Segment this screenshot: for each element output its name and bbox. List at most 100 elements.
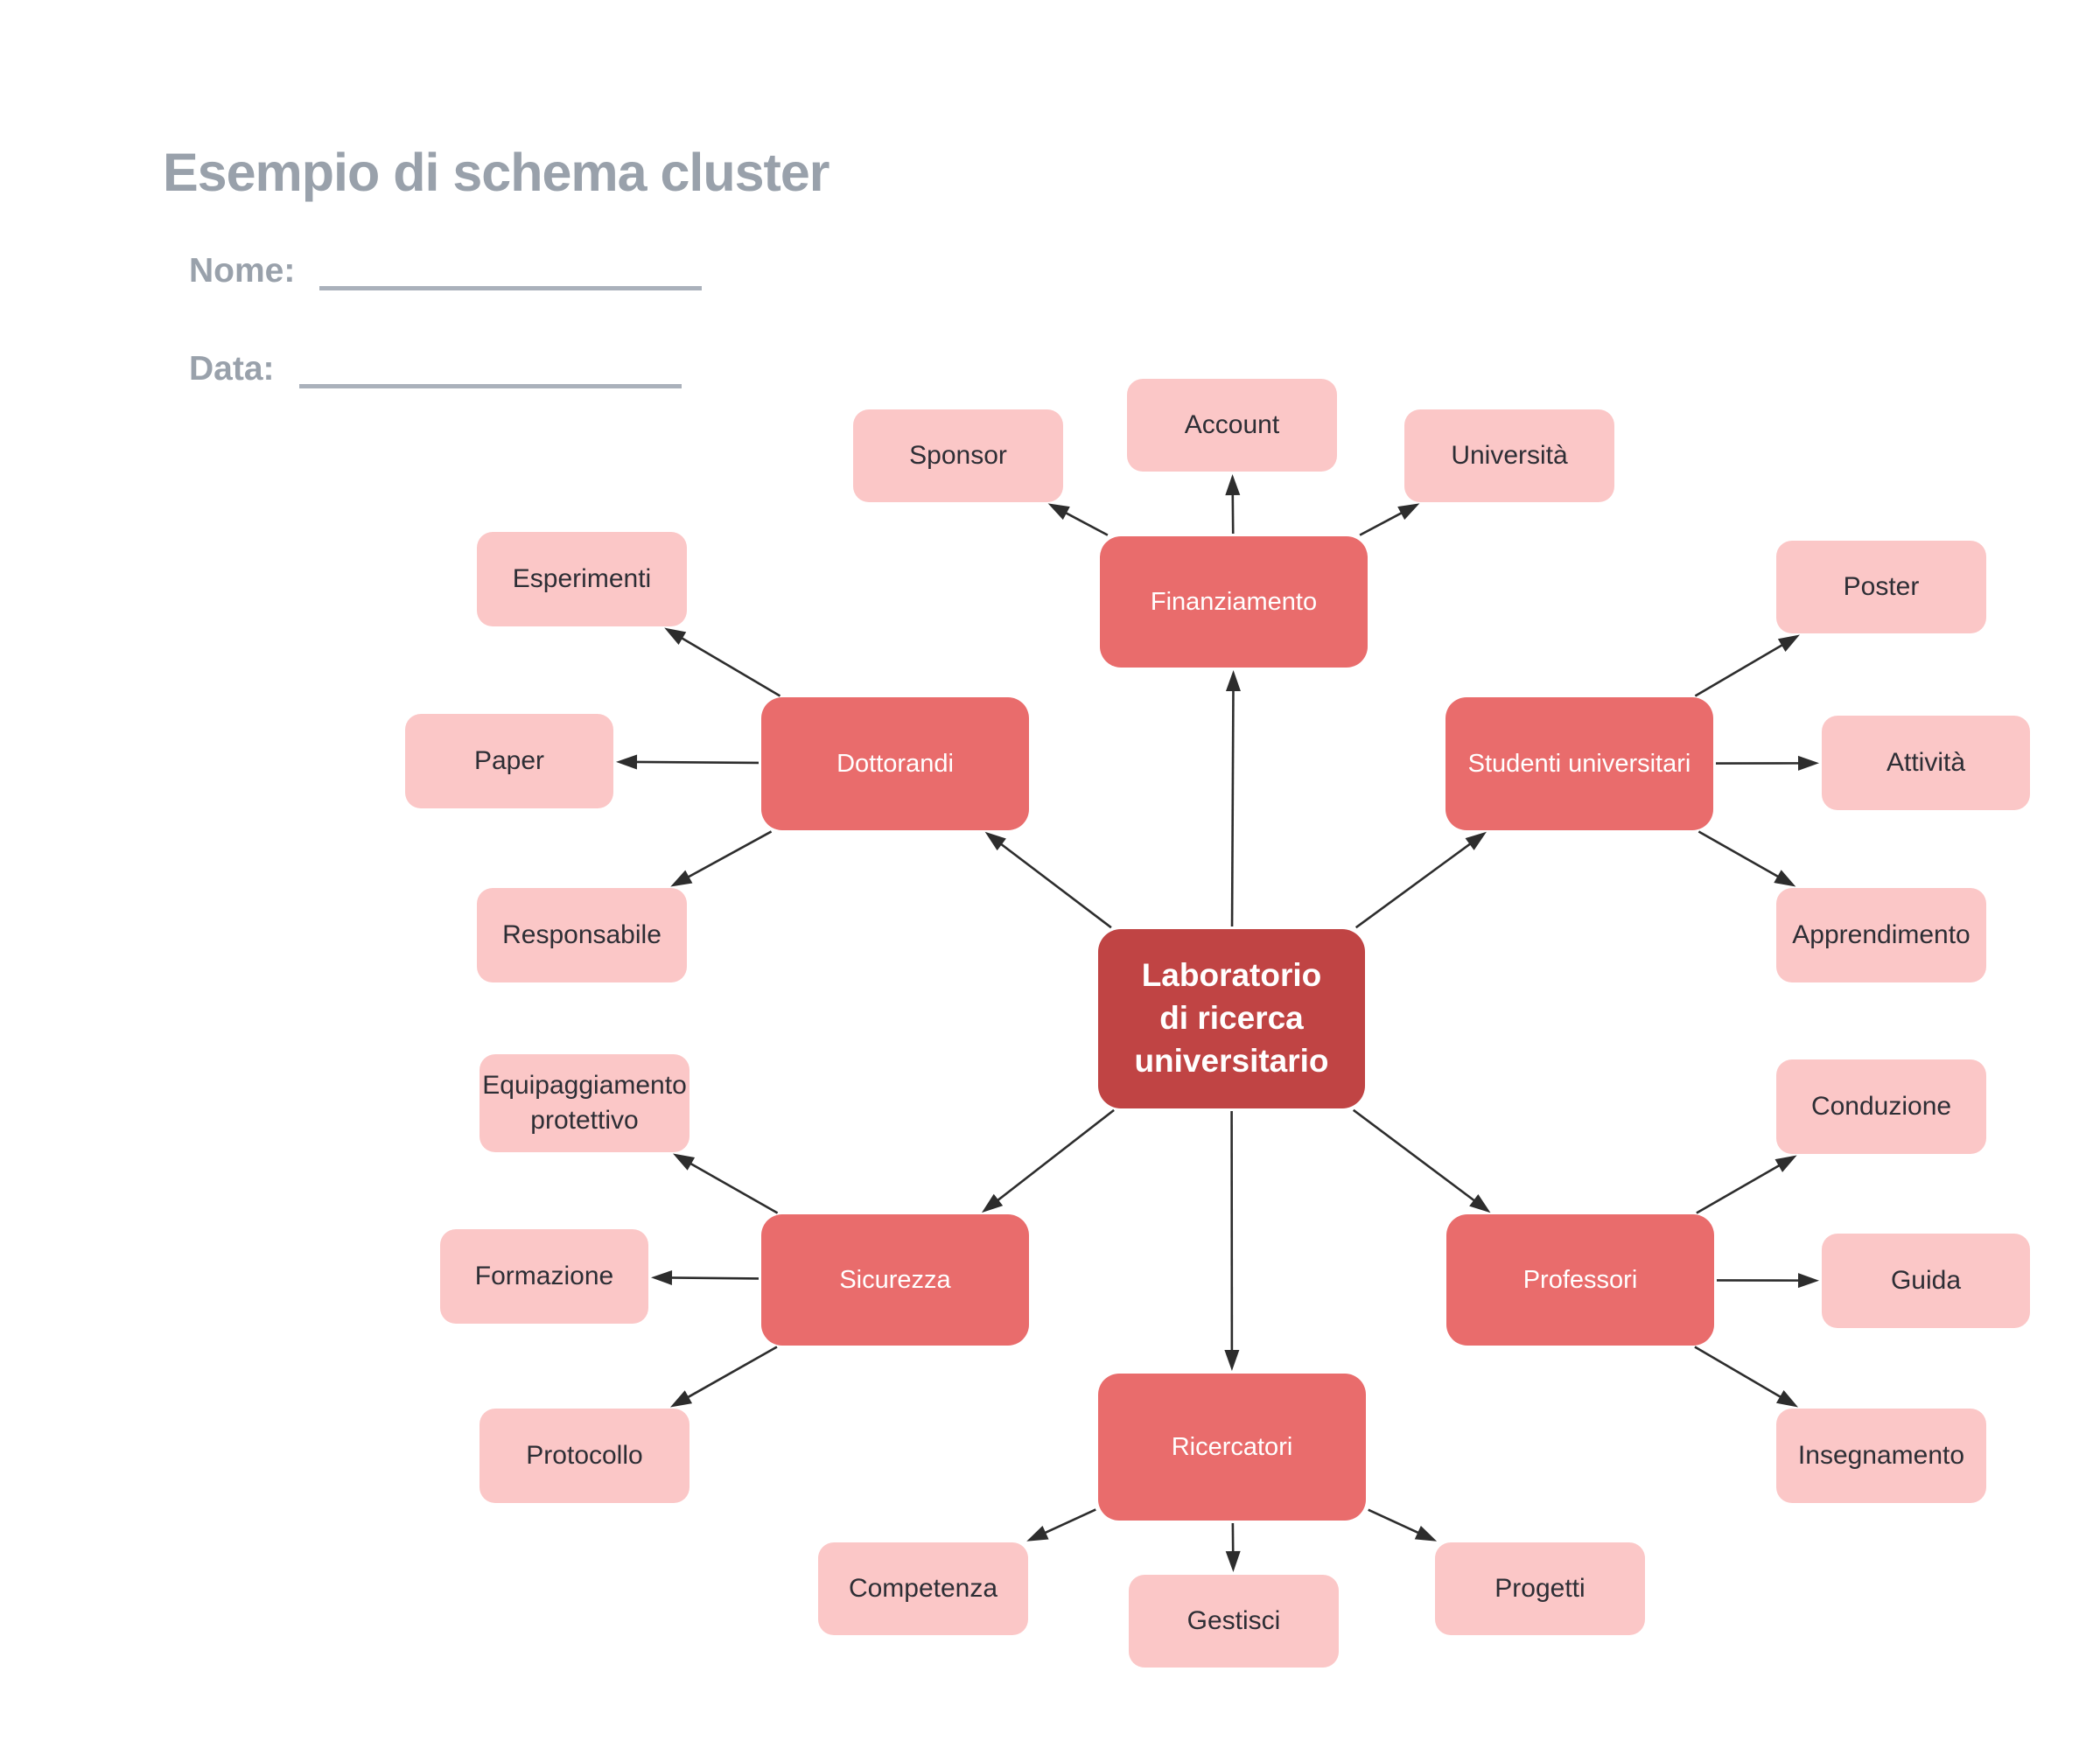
arrowhead-icon: [669, 1390, 693, 1408]
connector-line: [1043, 1508, 1096, 1535]
node-label-gestisci: Gestisci: [1186, 1605, 1281, 1635]
node-gestisci[interactable]: Gestisci: [1129, 1575, 1339, 1668]
node-professori[interactable]: Professori: [1446, 1214, 1714, 1346]
name-field-blank[interactable]: [319, 255, 703, 290]
node-label-responsabile: Responsabile: [502, 919, 662, 949]
arrowhead-icon: [673, 1153, 696, 1171]
node-progetti[interactable]: Progetti: [1435, 1542, 1645, 1635]
node-universita[interactable]: Università: [1404, 409, 1614, 502]
connector-line: [1694, 643, 1784, 697]
arrowhead-icon: [1026, 1526, 1049, 1542]
node-label-poster: Poster: [1843, 571, 1920, 601]
node-label-insegnamento: Insegnamento: [1797, 1440, 1965, 1470]
arrowhead-icon: [1225, 1550, 1241, 1573]
node-label-account: Account: [1184, 409, 1280, 439]
arrowhead-icon: [670, 870, 693, 887]
connector-line: [999, 843, 1112, 929]
connector-laboratorio-dottorandi: [984, 831, 1112, 929]
node-sponsor[interactable]: Sponsor: [853, 409, 1063, 502]
node-finanziamento[interactable]: Finanziamento: [1100, 536, 1368, 668]
arrowhead-icon: [1774, 870, 1796, 887]
node-studenti[interactable]: Studenti universitari: [1446, 697, 1713, 830]
connector-studenti-attivita: [1715, 755, 1819, 771]
node-equipaggiamento[interactable]: Equipaggiamento protettivo: [480, 1054, 690, 1152]
arrowhead-icon: [664, 627, 687, 646]
connector-line: [1354, 842, 1472, 929]
node-sicurezza[interactable]: Sicurezza: [761, 1214, 1029, 1346]
node-label-attivita: Attività: [1886, 747, 1966, 777]
node-ricercatori[interactable]: Ricercatori: [1098, 1374, 1366, 1521]
connector-line: [1230, 689, 1235, 927]
node-insegnamento[interactable]: Insegnamento: [1776, 1409, 1986, 1503]
node-formazione[interactable]: Formazione: [440, 1229, 648, 1324]
connector-line: [680, 636, 781, 697]
node-label-competenza: Competenza: [848, 1573, 998, 1603]
connector-line: [686, 830, 773, 879]
connector-line: [689, 1162, 779, 1214]
connector-line: [1694, 1346, 1782, 1399]
node-label-studenti: Studenti universitari: [1467, 749, 1691, 778]
node-label-esperimenti: Esperimenti: [512, 563, 652, 593]
arrowhead-icon: [1777, 634, 1800, 652]
node-laboratorio[interactable]: Laboratorio di ricerca universitario: [1098, 929, 1365, 1108]
node-label-professori: Professori: [1522, 1265, 1638, 1294]
node-protocollo[interactable]: Protocollo: [480, 1409, 690, 1503]
connector-ricercatori-competenza: [1026, 1508, 1096, 1542]
connector-line: [1698, 830, 1780, 878]
arrowhead-icon: [1775, 1390, 1798, 1408]
node-label-guida: Guida: [1890, 1265, 1962, 1295]
arrowhead-icon: [1797, 1273, 1819, 1289]
node-label-conduzione: Conduzione: [1810, 1091, 1952, 1121]
node-label-sponsor: Sponsor: [909, 440, 1007, 470]
connector-laboratorio-professori: [1352, 1108, 1491, 1213]
connector-laboratorio-sicurezza: [981, 1108, 1115, 1213]
arrowhead-icon: [615, 754, 638, 770]
name-field-label: Nome:: [189, 252, 296, 290]
node-attivita[interactable]: Attività: [1822, 716, 2030, 810]
arrowhead-icon: [984, 831, 1006, 851]
arrowhead-icon: [1224, 1349, 1240, 1371]
node-apprendimento[interactable]: Apprendimento: [1776, 888, 1986, 982]
connector-dottorandi-responsabile: [670, 830, 773, 887]
arrowhead-icon: [1225, 669, 1241, 692]
arrowhead-icon: [650, 1269, 673, 1285]
arrowhead-icon: [1047, 503, 1070, 521]
connector-professori-guida: [1716, 1273, 1819, 1289]
node-label-laboratorio: Laboratorio di ricerca universitario: [1134, 957, 1329, 1079]
arrowhead-icon: [1469, 1194, 1491, 1213]
node-label-paper: Paper: [473, 745, 545, 775]
connector-line: [1368, 1508, 1420, 1535]
date-field: Data:: [189, 350, 682, 388]
connector-line: [1696, 1164, 1782, 1214]
node-responsabile[interactable]: Responsabile: [477, 888, 687, 982]
connector-line: [669, 1276, 760, 1280]
name-field: Nome:: [189, 252, 703, 290]
node-dottorandi[interactable]: Dottorandi: [761, 697, 1029, 830]
arrowhead-icon: [1225, 473, 1241, 496]
node-poster[interactable]: Poster: [1776, 541, 1986, 633]
connector-sicurezza-protocollo: [669, 1346, 778, 1408]
arrowhead-icon: [1414, 1525, 1438, 1542]
connector-sicurezza-equipaggiamento: [673, 1153, 779, 1214]
connector-finanziamento-universita: [1359, 503, 1420, 536]
node-conduzione[interactable]: Conduzione: [1776, 1059, 1986, 1154]
arrowhead-icon: [1397, 503, 1420, 521]
node-label-finanziamento: Finanziamento: [1150, 587, 1318, 616]
arrowhead-icon: [1465, 831, 1487, 850]
node-competenza[interactable]: Competenza: [818, 1542, 1028, 1635]
connector-sicurezza-formazione: [650, 1269, 760, 1285]
connector-dottorandi-esperimenti: [664, 627, 781, 697]
node-account[interactable]: Account: [1127, 379, 1337, 472]
node-guida[interactable]: Guida: [1822, 1234, 2030, 1328]
node-label-protocollo: Protocollo: [526, 1440, 643, 1470]
node-paper[interactable]: Paper: [405, 714, 613, 808]
node-label-progetti: Progetti: [1494, 1573, 1586, 1603]
date-field-label: Data:: [189, 350, 275, 388]
node-label-equipaggiamento: Equipaggiamento protettivo: [482, 1070, 687, 1136]
date-field-blank[interactable]: [298, 353, 682, 388]
connector-line: [634, 760, 760, 765]
connector-professori-conduzione: [1696, 1155, 1797, 1214]
node-esperimenti[interactable]: Esperimenti: [477, 532, 687, 626]
